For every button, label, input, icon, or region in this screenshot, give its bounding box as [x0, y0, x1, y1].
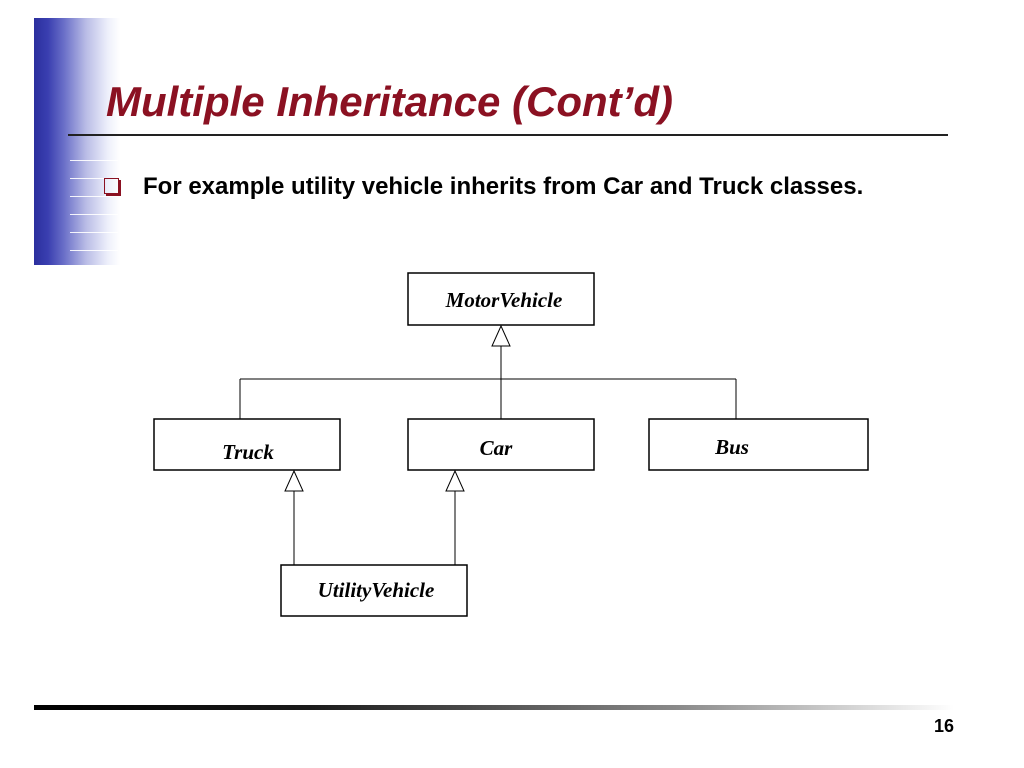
connector-lines [239, 346, 737, 565]
class-label-motorvehicle: MotorVehicle [445, 288, 563, 312]
inheritance-arrow-icon [445, 469, 465, 492]
class-box-truck: Truck [153, 418, 341, 471]
bullet-text: For example utility vehicle inherits fro… [143, 173, 864, 200]
band-stripe [70, 196, 118, 197]
band-stripe [70, 160, 118, 161]
inheritance-arrow-icon [491, 324, 511, 347]
class-box-car: Car [407, 418, 595, 471]
title-divider [68, 134, 948, 136]
class-box-frame [407, 418, 595, 471]
footer-divider [34, 705, 954, 710]
band-stripe [70, 232, 118, 233]
class-label-car: Car [480, 436, 514, 460]
class-box-utilityvehicle: UtilityVehicle [280, 564, 468, 617]
class-box-frame [407, 272, 595, 326]
page-number: 16 [933, 716, 954, 736]
class-label-truck: Truck [222, 440, 274, 464]
checkbox-bullet-icon [104, 178, 119, 194]
band-stripe [70, 178, 118, 179]
class-label-utilityvehicle: UtilityVehicle [318, 578, 435, 602]
class-label-bus: Bus [714, 435, 749, 459]
inheritance-arrow-icon [284, 469, 304, 492]
side-decoration-band [34, 18, 120, 265]
band-stripe [70, 214, 118, 215]
class-box-bus: Bus [648, 418, 869, 471]
class-box-motorvehicle: MotorVehicle [407, 272, 595, 326]
class-box-frame [280, 564, 468, 617]
class-box-frame [153, 418, 341, 471]
band-stripe [70, 250, 118, 251]
class-box-frame [648, 418, 869, 471]
slide-title: Multiple Inheritance (Cont’d) [106, 78, 673, 125]
